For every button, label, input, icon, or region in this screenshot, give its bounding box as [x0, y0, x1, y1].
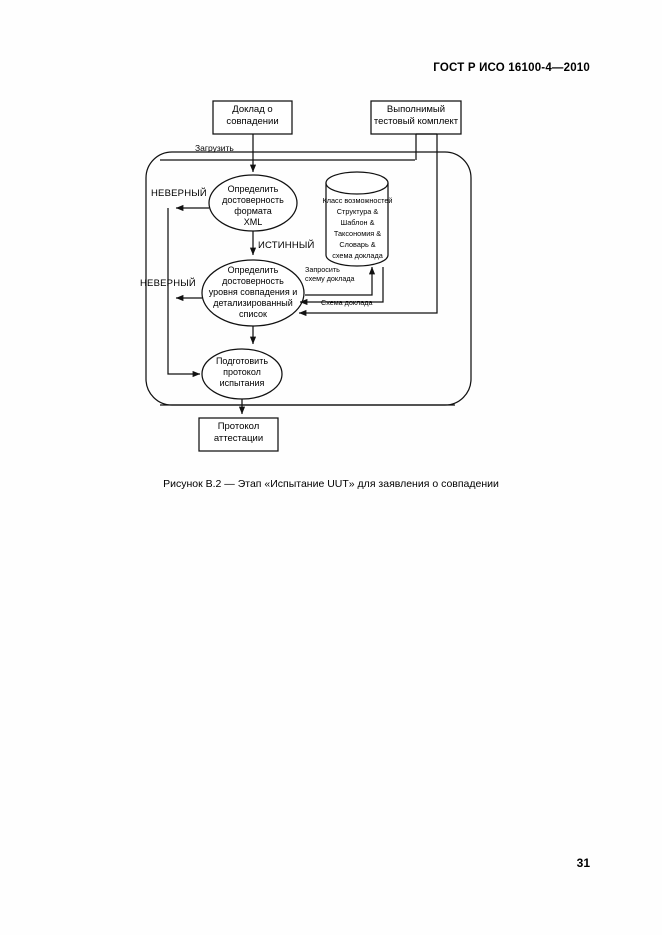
- edge-request-schema: [305, 266, 376, 296]
- edge-label-request-schema: Запросить схему доклада: [305, 265, 355, 283]
- edge-label-valid: ИСТИННЫЙ: [258, 240, 315, 251]
- edge-label-schema-reply: Схема доклада: [321, 298, 373, 307]
- diagram-canvas: [145, 100, 472, 452]
- figure-caption: Рисунок В.2 — Этап «Испытание UUT» для з…: [163, 478, 499, 490]
- test-suite-box: [370, 100, 462, 135]
- figure-b2: Доклад о совпадении Выполнимый тестовый …: [140, 100, 499, 490]
- edge-label-load: Загрузить: [195, 143, 234, 153]
- edge-invalid-bus: [167, 208, 201, 378]
- standard-header: ГОСТ Р ИСО 16100-4—2010: [433, 62, 590, 74]
- process-match-ellipse: [201, 259, 305, 327]
- edge-schema-reply: [299, 267, 384, 306]
- page-number: 31: [576, 856, 590, 870]
- edge-label-invalid-match: НЕВЕРНЫЙ: [140, 278, 196, 289]
- edge-label-invalid-xml: НЕВЕРНЫЙ: [151, 188, 207, 199]
- process-xml-ellipse: [208, 174, 298, 232]
- process-report-ellipse: [201, 348, 283, 400]
- input-report-box: [212, 100, 293, 135]
- edge-testsuite-right-rail: [298, 134, 438, 317]
- output-report-box: [198, 417, 279, 452]
- capability-class-datastore: [325, 171, 389, 267]
